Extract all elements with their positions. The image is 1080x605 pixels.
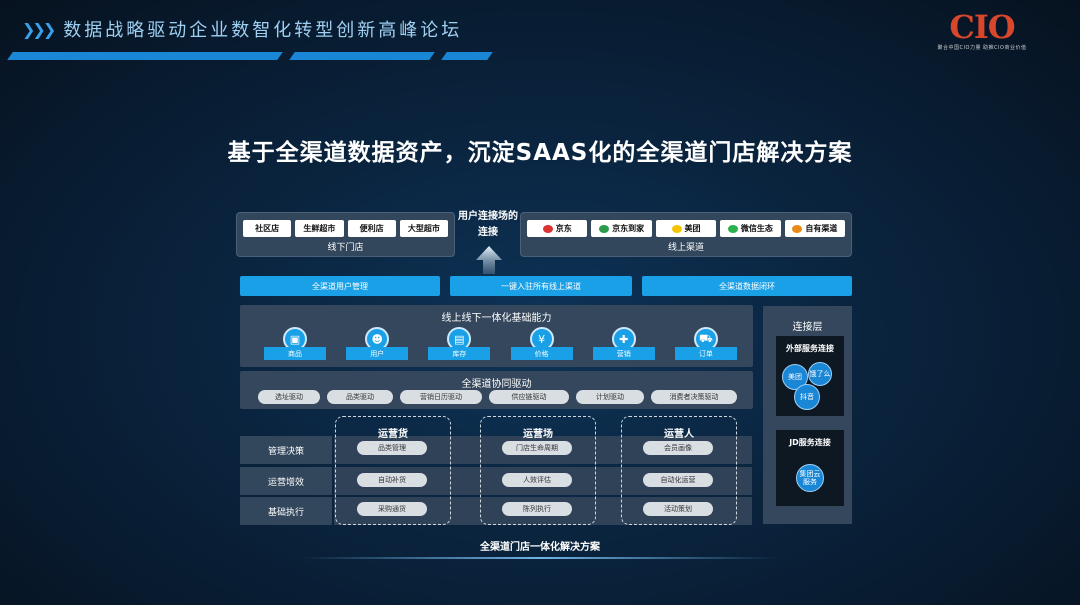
cap-user: ☻用户 bbox=[346, 327, 409, 365]
user-connect-label: 用户连接场的连接 bbox=[458, 211, 518, 238]
cap-order: ⛟订单 bbox=[674, 327, 737, 365]
pill-marketing-calendar: 营销日历驱动 bbox=[400, 390, 482, 404]
arrow-up-icon bbox=[476, 246, 502, 274]
external-service-box: 外部服务连接 美团 饿了么 抖音 bbox=[776, 336, 844, 416]
cell-procurement: 采购通货 bbox=[357, 502, 427, 516]
pill-supply-chain: 供应链驱动 bbox=[489, 390, 569, 404]
cell-auto-replenish: 自动补货 bbox=[357, 473, 427, 487]
jd-icon bbox=[542, 224, 553, 233]
chip-own-channel: 自有渠道 bbox=[784, 220, 846, 237]
column-venue: 运营场 门店生命周期 人效评估 陈列执行 bbox=[480, 416, 596, 525]
chip-wechat: 微信生态 bbox=[720, 220, 781, 237]
pill-category: 品类驱动 bbox=[327, 390, 393, 404]
omni-user-management-bar: 全渠道用户管理 bbox=[240, 276, 440, 296]
column-people: 运营人 会员画像 自动化运营 活动策划 bbox=[621, 416, 737, 525]
header-title-wrap: ❯❯❯ 数据战略驱动企业数智化转型创新高峰论坛 bbox=[22, 16, 462, 42]
cap-product: ▣商品 bbox=[264, 327, 326, 365]
cell-auto-operation: 自动化运营 bbox=[643, 473, 713, 487]
chip-jd-daojia: 京东到家 bbox=[591, 220, 652, 237]
cell-store-lifecycle: 门店生命周期 bbox=[502, 441, 572, 455]
column-goods: 运营货 品类管理 自动补货 采购通货 bbox=[335, 416, 451, 525]
data-loop-bar: 全渠道数据闭环 bbox=[642, 276, 852, 296]
collab-section: 全渠道协同驱动 选址驱动 品类驱动 营销日历驱动 供应链驱动 计划驱动 消费者决… bbox=[240, 371, 753, 409]
pill-planning: 计划驱动 bbox=[576, 390, 644, 404]
meituan-icon bbox=[671, 224, 682, 233]
cell-display-execution: 陈列执行 bbox=[502, 502, 572, 516]
wechat-icon bbox=[727, 224, 738, 233]
chip-jd: 京东 bbox=[527, 220, 588, 237]
bottom-solution-label: 全渠道门店一体化解决方案 bbox=[480, 542, 600, 553]
cap-price: ¥价格 bbox=[510, 327, 573, 365]
page-title: 基于全渠道数据资产，沉淀SAAS化的全渠道门店解决方案 bbox=[227, 140, 853, 166]
online-label: 线上渠道 bbox=[667, 243, 704, 253]
capabilities-title: 线上线下一体化基础能力 bbox=[441, 313, 552, 324]
cap-inventory: ▤库存 bbox=[428, 327, 491, 365]
connection-layer: 连接层 外部服务连接 美团 饿了么 抖音 JD服务连接 集团云服务 bbox=[763, 306, 852, 524]
collab-title: 全渠道协同驱动 bbox=[461, 379, 532, 390]
pill-site-selection: 选址驱动 bbox=[258, 390, 320, 404]
capabilities-section: 线上线下一体化基础能力 ▣商品 ☻用户 ▤库存 ¥价格 ✚营销 ⛟订单 bbox=[240, 305, 753, 367]
own-channel-icon bbox=[792, 224, 803, 233]
bubble-eleme: 饿了么 bbox=[808, 362, 832, 386]
chip-meituan: 美团 bbox=[655, 220, 717, 237]
online-channels-panel: 京东 京东到家 美团 微信生态 自有渠道 线上渠道 bbox=[520, 212, 852, 257]
cell-campaign-planning: 活动策划 bbox=[643, 502, 713, 516]
offline-label: 线下门店 bbox=[327, 243, 364, 253]
chip-fresh-market: 生鲜超市 bbox=[295, 220, 344, 237]
chip-hypermarket: 大型超市 bbox=[399, 220, 448, 237]
cio-logo: CIO 聚合中国CIO力量 助推CIO商业价值 bbox=[937, 8, 1027, 51]
row-operation-efficiency: 运营增效 bbox=[240, 467, 332, 495]
forum-title: 数据战略驱动企业数智化转型创新高峰论坛 bbox=[63, 20, 463, 41]
glow-divider bbox=[300, 557, 780, 559]
pill-consumer-decision: 消费者决策驱动 bbox=[651, 390, 737, 404]
chip-convenience-store: 便利店 bbox=[347, 220, 396, 237]
bubble-douyin: 抖音 bbox=[794, 384, 820, 410]
cell-staff-efficiency: 人效评估 bbox=[502, 473, 572, 487]
cell-member-profile: 会员画像 bbox=[643, 441, 713, 455]
one-click-onboard-bar: 一键入驻所有线上渠道 bbox=[450, 276, 632, 296]
cap-marketing: ✚营销 bbox=[592, 327, 655, 365]
jd-service-box: JD服务连接 集团云服务 bbox=[776, 430, 844, 506]
offline-stores-panel: 社区店 生鲜超市 便利店 大型超市 线下门店 bbox=[236, 212, 455, 257]
bubble-group-cloud: 集团云服务 bbox=[796, 464, 824, 492]
jd-daojia-icon bbox=[599, 224, 610, 233]
connection-layer-title: 连接层 bbox=[792, 322, 823, 333]
cell-category-management: 品类管理 bbox=[357, 441, 427, 455]
chip-community-store: 社区店 bbox=[243, 220, 292, 237]
row-management-decision: 管理决策 bbox=[240, 436, 332, 464]
chevrons-icon: ❯❯❯ bbox=[22, 19, 56, 39]
header-stripes bbox=[0, 52, 520, 60]
row-basic-execution: 基础执行 bbox=[240, 497, 332, 525]
